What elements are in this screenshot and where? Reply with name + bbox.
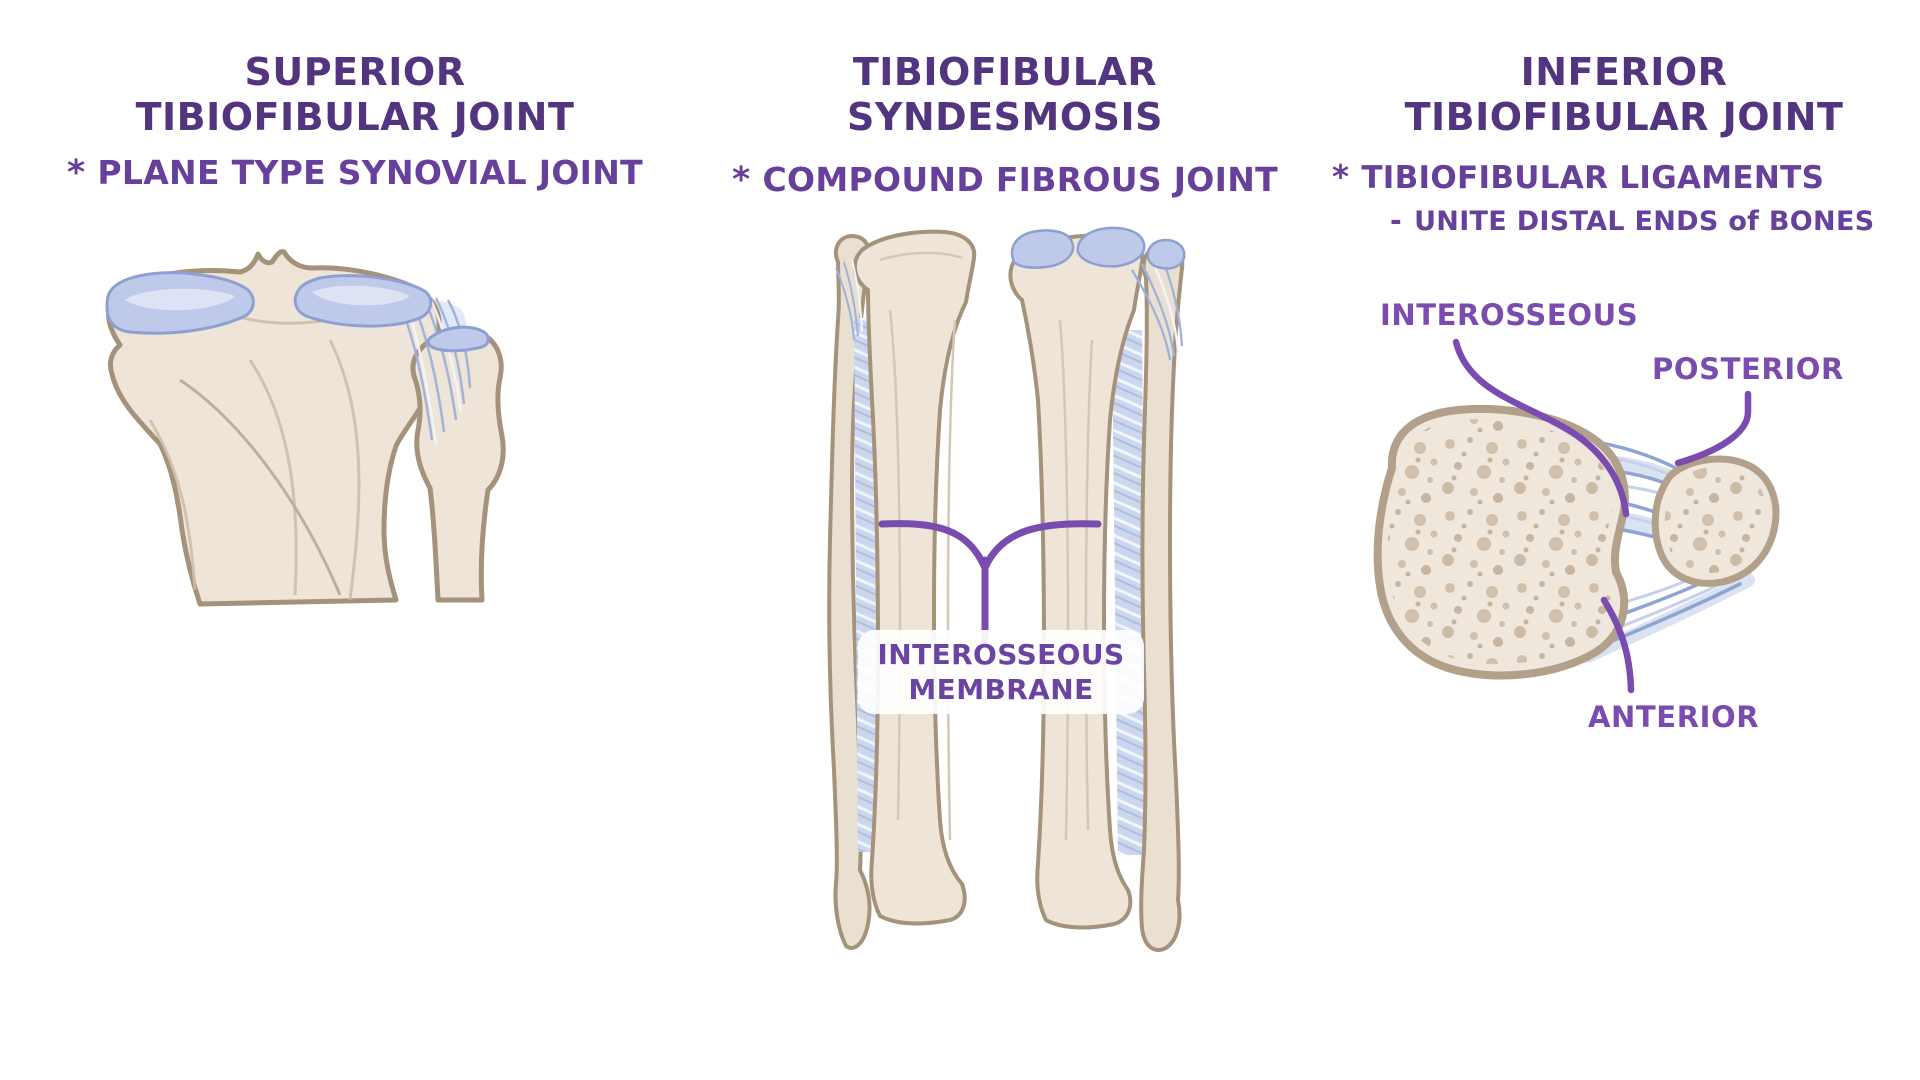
fibula-head-shape xyxy=(410,327,506,603)
inferior-joint-title-line2: TIBIOFIBULAR JOINT xyxy=(1404,94,1844,139)
cartilage-caps-right-pair xyxy=(1010,226,1186,270)
tibia-left-shading xyxy=(879,251,963,841)
interosseous-ligament-label: INTEROSSEOUS xyxy=(1380,298,1639,332)
fibula-cross-section-trabeculae xyxy=(1664,466,1767,574)
posterior-ligament-label: POSTERIOR xyxy=(1652,352,1844,386)
interosseous-membrane-label: INTEROSSEOUS MEMBRANE xyxy=(858,630,1144,714)
syndesmosis-bullet-text: COMPOUND FIBROUS JOINT xyxy=(762,160,1278,199)
superior-joint-title-line1: SUPERIOR xyxy=(244,50,466,94)
inferior-joint-sub-bullet-text: UNITE DISTAL ENDS of BONES xyxy=(1414,206,1875,237)
interosseous-membrane-right-hatch xyxy=(1112,330,1146,855)
membrane-bracket-pointer xyxy=(878,520,1102,644)
inferior-joint-title-line1: INFERIOR xyxy=(1520,50,1728,94)
syndesmosis-title-line2: SYNDESMOSIS xyxy=(846,94,1164,139)
anterior-pointer-line xyxy=(1600,596,1635,694)
syndesmosis-bullet: * COMPOUND FIBROUS JOINT xyxy=(720,160,1290,200)
posterior-pointer-line xyxy=(1674,390,1752,467)
asterisk-marker: * xyxy=(66,153,86,193)
tibia-fibula-pair-left xyxy=(827,229,977,950)
tibia-right-shading xyxy=(1058,319,1094,841)
interosseous-pointer-line xyxy=(1452,338,1630,518)
inferior-joint-title: INFERIOR TIBIOFIBULAR JOINT xyxy=(1337,50,1911,140)
articular-cartilage-caps xyxy=(105,271,490,353)
dash-marker: - xyxy=(1390,204,1403,237)
tibia-cross-section-trabeculae xyxy=(1387,418,1613,665)
membrane-label-line1: INTEROSSEOUS xyxy=(877,638,1125,671)
superior-joint-title-line2: TIBIOFIBULAR JOINT xyxy=(135,94,575,139)
superior-joint-illustration xyxy=(105,249,506,607)
syndesmosis-illustration xyxy=(827,226,1186,952)
interosseous-membrane-left-hatch xyxy=(854,318,878,852)
superior-joint-bullet: * PLANE TYPE SYNOVIAL JOINT xyxy=(40,153,670,193)
fibula-left-head-ligament xyxy=(835,259,863,341)
inferior-joint-illustration xyxy=(1373,338,1780,694)
asterisk-marker: * xyxy=(732,160,751,200)
pointer-lines xyxy=(1452,338,1752,694)
tibia-fibula-pair-right xyxy=(1008,226,1186,952)
inferior-joint-bullet-text: TIBIOFIBULAR LIGAMENTS xyxy=(1361,160,1825,196)
anterior-ligament-label: ANTERIOR xyxy=(1588,700,1760,734)
superior-joint-title: SUPERIOR TIBIOFIBULAR JOINT xyxy=(40,50,670,140)
superior-joint-bullet-text: PLANE TYPE SYNOVIAL JOINT xyxy=(97,153,643,192)
syndesmosis-title: TIBIOFIBULAR SYNDESMOSIS xyxy=(720,50,1290,140)
syndesmosis-title-line1: TIBIOFIBULAR xyxy=(852,50,1158,94)
inferior-joint-sub-bullet: -UNITE DISTAL ENDS of BONES xyxy=(1390,204,1874,237)
fibula-right-shape xyxy=(1139,243,1185,952)
asterisk-marker: * xyxy=(1332,158,1350,196)
membrane-label-line2: MEMBRANE xyxy=(908,673,1094,706)
inferior-joint-bullet: * TIBIOFIBULAR LIGAMENTS xyxy=(1332,158,1824,196)
